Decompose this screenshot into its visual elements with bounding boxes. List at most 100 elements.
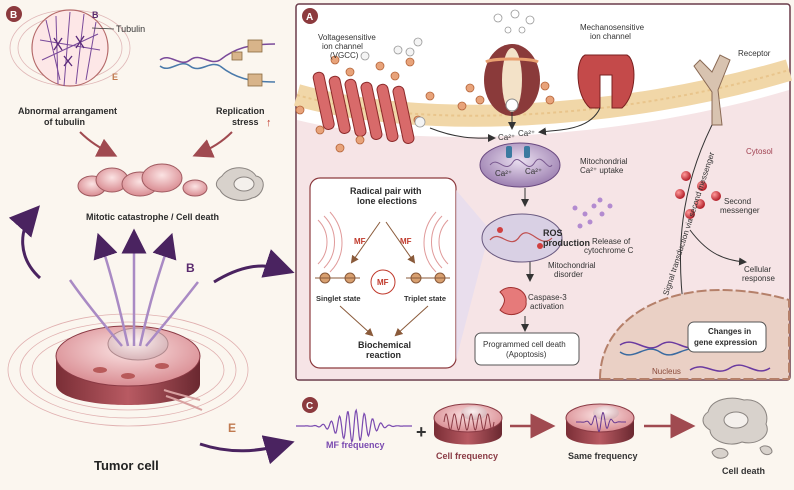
arrow-triplet-to-reaction [394, 305, 429, 337]
mf-waves-left [317, 211, 343, 273]
panel-b: B Tubulin B E Abnormal arrangament of tu… [6, 6, 276, 222]
organelle-1 [93, 367, 107, 373]
abnormal-tubulin-2: of tubulin [44, 117, 85, 127]
mf-center: MF [377, 278, 389, 287]
caspase-1: Caspase-3 [528, 293, 567, 302]
gene-expr-2: gene expression [694, 338, 757, 347]
arrow-tumor-to-mitotic [8, 205, 42, 280]
biochem-1: Biochemical [358, 340, 411, 350]
apoptosis-2: (Apoptosis) [506, 350, 547, 359]
arrow-tumor-to-panel-a [213, 249, 295, 284]
dead-cell [702, 397, 773, 459]
arrow-to-cellular-response [689, 229, 747, 266]
tubulin-cell [9, 9, 131, 87]
radical-label-2: lone elections [357, 196, 417, 206]
tumor-cell-label: Tumor cell [94, 458, 159, 473]
arrow-mechano-to-mito [538, 107, 601, 136]
mf-left: MF [354, 237, 366, 246]
panel-c-badge-text: C [306, 401, 313, 412]
vgcc-label-3: (VGCC) [330, 51, 359, 60]
mechanosensitive-channel [577, 54, 635, 109]
e-field-label: E [228, 421, 236, 435]
cell-death-label: Cell death [722, 466, 765, 476]
e-field-lines [163, 389, 203, 411]
tubulin-b-marker: B [92, 10, 99, 20]
ca-label-3: Ca²⁺ [495, 169, 512, 178]
caspase-3 [499, 287, 527, 315]
arrow-tumor-to-panel-c [199, 435, 295, 465]
ca-label-1: Ca²⁺ [498, 133, 515, 142]
mitotic-cells [77, 163, 264, 201]
cell-frequency-label: Cell frequency [436, 451, 498, 461]
arrow-to-triplet [385, 221, 416, 264]
mf-right: MF [400, 237, 412, 246]
same-frequency-label: Same frequency [568, 451, 638, 461]
signal-transduction-arrow [679, 124, 713, 314]
gene-expression-box [687, 321, 767, 353]
receptor [693, 54, 731, 126]
arrow-singlet-to-reaction [339, 305, 374, 337]
same-frequency-cell [565, 403, 635, 445]
ca-label-4: Ca²⁺ [525, 167, 542, 176]
panel-a-badge-text: A [306, 12, 313, 23]
mitotic-label: Mitotic catastrophe / Cell death [86, 212, 219, 222]
organelle-2 [121, 373, 135, 379]
arrow-replication-to-mitotic [192, 131, 233, 158]
ions-side [457, 81, 555, 111]
cellular-response-2: response [742, 274, 775, 283]
vgcc-channel [312, 71, 415, 144]
biochem-2: reaction [366, 350, 401, 360]
replication-2: stress [232, 117, 259, 127]
panel-c-badge [302, 397, 318, 413]
tubulin-e-marker: E [112, 72, 118, 82]
magnetic-field-rings [7, 313, 249, 427]
triplet-state: Triplet state [404, 294, 446, 303]
mf-center-circle [370, 269, 396, 295]
panel-c: C MF frequency + Cell frequency Same fre… [296, 397, 773, 476]
tumor-cell-section: B E Tumor cell [7, 205, 295, 473]
ca-label-2: Ca²⁺ [518, 129, 535, 138]
replication-1: Replication [216, 106, 265, 116]
mf-frequency-label: MF frequency [326, 440, 385, 450]
panel-b-badge [6, 6, 22, 22]
mito-uptake-1: Mitochondrial [580, 157, 628, 166]
plus-sign: + [416, 422, 427, 442]
second-messenger-1: Second [724, 197, 751, 206]
organelle-3 [155, 363, 169, 369]
second-messenger-balls [675, 171, 721, 219]
panel-a: Voltagesensitive ion channel (VGCC) Mech… [293, 3, 793, 381]
central-ion-channel [484, 44, 540, 116]
nucleus-label: Nucleus [652, 367, 681, 376]
abnormal-tubulin-1: Abnormal arrangament [18, 106, 117, 116]
cytc-2: cytochrome C [584, 246, 634, 255]
mito-uptake-2: Ca²⁺ uptake [580, 166, 624, 175]
mito-disorder-2: disorder [554, 270, 583, 279]
arrow-vgcc-to-mito [429, 127, 496, 143]
panel-a-badge [302, 8, 318, 24]
mf-waves-right [423, 211, 449, 273]
cytochrome-c-dots [572, 197, 613, 229]
ions-white [360, 37, 426, 128]
apoptosis-1: Programmed cell death [483, 340, 566, 349]
panel-b-badge-text: B [10, 10, 17, 21]
mechano-label-1: Mechanosensitive [580, 23, 645, 32]
cytosol-label: Cytosol [746, 147, 773, 156]
tubulin-leader [91, 27, 115, 30]
singlet-spins [315, 272, 360, 284]
mf-wave [296, 408, 412, 444]
ros-1: ROS [543, 228, 563, 238]
field-lines [68, 228, 199, 347]
triplet-spins [406, 272, 450, 284]
gene-expr-1: Changes in [708, 327, 751, 336]
vgcc-label-1: Voltagesensitive [318, 33, 376, 42]
cytc-1: Release of [592, 237, 631, 246]
arrow-to-singlet [350, 221, 381, 264]
mitochondrion-disorder [481, 213, 563, 263]
dna-replication [159, 39, 276, 87]
caspase-2: activation [530, 302, 564, 311]
tumor-nucleus [107, 327, 169, 361]
cellular-response-1: Cellular [744, 265, 771, 274]
tubulin-label: Tubulin [116, 24, 145, 34]
